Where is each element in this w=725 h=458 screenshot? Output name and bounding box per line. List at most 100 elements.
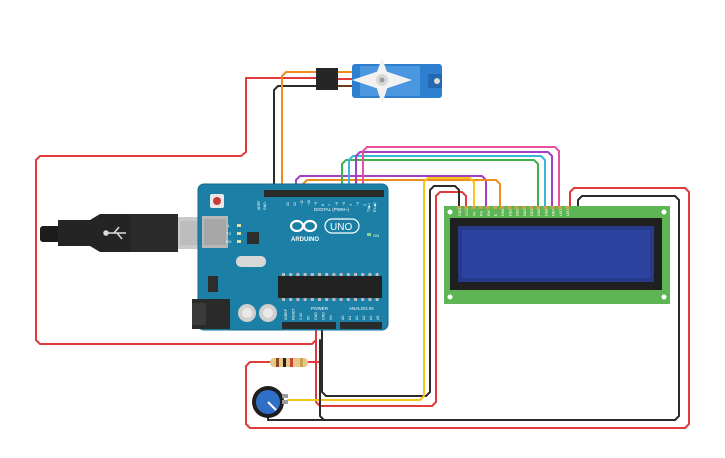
- lcd-pin-label-15: LED: [566, 209, 570, 216]
- chip-leg: [303, 298, 307, 301]
- lcd-pin-2[interactable]: [471, 206, 476, 209]
- chip-leg: [332, 298, 336, 301]
- chip-leg: [282, 298, 285, 301]
- usb-icon: [103, 226, 126, 240]
- digital-pin-label-5: 8: [321, 204, 325, 206]
- chip-leg: [368, 273, 372, 276]
- wire-pin12-rs[interactable]: [295, 175, 487, 207]
- lcd-pin-9[interactable]: [521, 206, 526, 209]
- wire-servo-ground[interactable]: [273, 85, 319, 193]
- chip-leg: [375, 298, 379, 301]
- resistor[interactable]: [270, 358, 308, 367]
- lcd-pin-label-9: DB3: [523, 209, 527, 216]
- chip-leg: [296, 298, 300, 301]
- lcd-pin-label-1: VCC: [465, 208, 469, 216]
- lcd-pin-label-11: DB5: [537, 209, 541, 216]
- chip-leg: [325, 298, 329, 301]
- digital-pin-label-11: 2: [363, 204, 367, 206]
- analog-pin-label-5: A5: [376, 316, 380, 320]
- wire-resistor-left[interactable]: [245, 187, 690, 429]
- lcd-pin-0[interactable]: [457, 206, 461, 209]
- power-pin-label-3: 5V: [307, 315, 311, 320]
- analog-pin-label-3: A3: [362, 316, 366, 320]
- power-pin-label-2: 3.3V: [299, 312, 303, 320]
- analog-header-label: ANALOG IN: [349, 306, 374, 311]
- power-header-label: POWER: [311, 306, 329, 311]
- servo-horn-icon[interactable]: [352, 58, 412, 104]
- uno-model-text: UNO: [330, 222, 352, 233]
- digital-pin-label-6: 7: [328, 204, 332, 206]
- gnd-label: GND: [263, 202, 267, 210]
- lcd-pin-label-2: V0: [472, 212, 476, 216]
- wire-servo-power[interactable]: [35, 77, 319, 345]
- power-header[interactable]: [282, 322, 336, 329]
- lcd-pin-1[interactable]: [464, 206, 469, 209]
- digital-pin-label-3: ~10: [307, 200, 311, 206]
- on-label: ON: [373, 233, 379, 238]
- digital-pin-label-10: ~3: [356, 202, 360, 206]
- lcd-pin-14[interactable]: [557, 206, 562, 209]
- lcd-pin-label-14: LED: [559, 209, 563, 216]
- digital-pin-label-0: 13: [286, 202, 290, 206]
- digital-pin-label-7: ~6: [335, 202, 339, 206]
- wire-pin4-db5[interactable]: [348, 155, 546, 207]
- wire-servo-signal[interactable]: [281, 71, 319, 193]
- wire-5v-rail[interactable]: [315, 191, 467, 407]
- chip-leg: [339, 298, 343, 301]
- lcd-pin-10[interactable]: [529, 206, 533, 209]
- digital-header[interactable]: [264, 190, 384, 197]
- chip-leg: [354, 273, 357, 276]
- rx0-label: RX◀0: [373, 202, 377, 212]
- wire-pin2-db7[interactable]: [362, 146, 560, 207]
- chip-leg: [339, 273, 343, 276]
- lcd-pin-5[interactable]: [493, 206, 497, 209]
- lcd-pin-4[interactable]: [485, 206, 490, 209]
- lcd-pin-15[interactable]: [565, 206, 569, 209]
- analog-header[interactable]: [340, 322, 382, 329]
- arduino-brand-text: ARDUINO: [291, 237, 319, 243]
- lcd-pin-label-4: RW: [487, 209, 491, 216]
- wire-gnd-rail[interactable]: [321, 185, 460, 397]
- chip-leg: [318, 298, 321, 301]
- lcd-pin-6[interactable]: [500, 206, 505, 209]
- wire-pin3-db6[interactable]: [355, 151, 553, 207]
- chip-leg: [289, 273, 293, 276]
- analog-pin-label-0: A0: [341, 316, 345, 320]
- chip-leg: [282, 273, 285, 276]
- wire-pin5-db4[interactable]: [341, 159, 539, 207]
- chip-leg: [346, 298, 350, 301]
- lcd-pin-label-5: E: [494, 213, 498, 216]
- chip-leg: [318, 273, 321, 276]
- lcd-pin-label-7: DB1: [508, 209, 512, 216]
- lcd-pin-11[interactable]: [536, 206, 541, 209]
- lcd-pin-8[interactable]: [514, 206, 519, 209]
- lcd-pin-label-12: DB6: [544, 209, 548, 216]
- lcd-pin-12[interactable]: [543, 206, 548, 209]
- lcd-pin-7[interactable]: [507, 206, 512, 209]
- chip-leg: [368, 298, 372, 301]
- arduino-logo-icon: [289, 219, 318, 233]
- tx-label: TX: [226, 231, 231, 236]
- wire-led-ground[interactable]: [319, 195, 680, 421]
- lcd-pin-13[interactable]: [550, 206, 555, 209]
- potentiometer[interactable]: [252, 386, 288, 418]
- chip-leg: [310, 273, 314, 276]
- analog-pin-label-2: A2: [355, 316, 359, 320]
- servo-motor[interactable]: [316, 58, 442, 104]
- usb-cable: [40, 214, 204, 252]
- analog-pin-label-4: A4: [369, 316, 373, 320]
- digital-header-label: DIGITAL (PWM~): [314, 207, 349, 212]
- power-pin-label-5: GND: [322, 312, 326, 320]
- wire-pot-wiper[interactable]: [287, 177, 475, 401]
- lcd-pin-label-6: DB0: [501, 209, 505, 216]
- digital-pin-label-2: ~11: [300, 200, 304, 206]
- lcd-pin-3[interactable]: [478, 206, 483, 209]
- chip-leg: [310, 298, 314, 301]
- power-pin-label-4: GND: [314, 312, 318, 320]
- rx-label: RX: [226, 239, 232, 244]
- chip-leg: [361, 298, 365, 301]
- chip-leg: [289, 298, 293, 301]
